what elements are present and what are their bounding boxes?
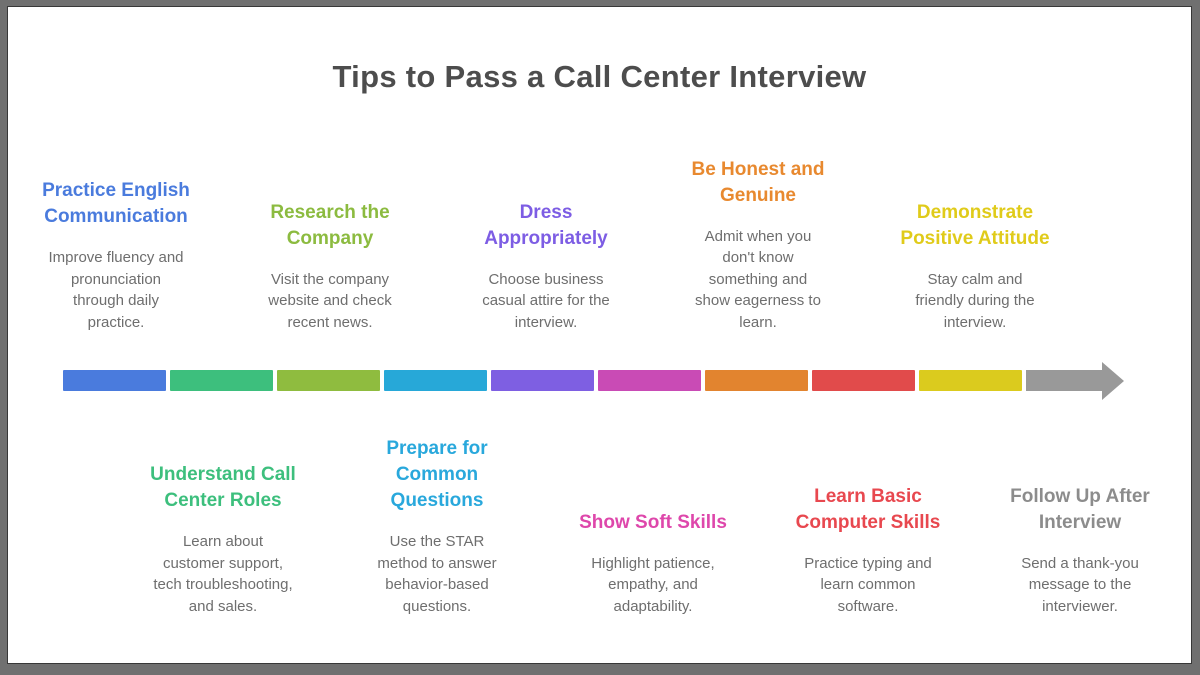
timeline-segment xyxy=(598,370,701,391)
step-heading: Learn Basic Computer Skills xyxy=(795,485,941,533)
step-card-research-company: Research the Company Visit the company w… xyxy=(220,200,440,334)
step-heading: Demonstrate Positive Attitude xyxy=(900,201,1050,249)
step-description: Practice typing and learn common softwar… xyxy=(804,554,932,615)
step-description: Admit when you don't know something and … xyxy=(695,227,821,331)
timeline-segment xyxy=(919,370,1022,391)
step-description: Improve fluency and pronunciation throug… xyxy=(48,249,184,331)
timeline-segment xyxy=(277,370,380,391)
timeline-segment xyxy=(705,370,808,391)
step-card-be-honest: Be Honest and Genuine Admit when you don… xyxy=(648,157,868,334)
step-heading: Prepare for Common Questions xyxy=(386,438,488,511)
step-heading: Understand Call Center Roles xyxy=(150,464,296,511)
step-description: Choose business casual attire for the in… xyxy=(482,270,610,331)
step-card-computer-skills: Learn Basic Computer Skills Practice typ… xyxy=(758,484,978,618)
step-card-practice-english: Practice English Communication Improve f… xyxy=(6,178,226,333)
step-description: Highlight patience, empathy, and adaptab… xyxy=(591,554,715,615)
step-card-follow-up: Follow Up After Interview Send a thank-y… xyxy=(970,484,1190,618)
step-heading: Be Honest and Genuine xyxy=(691,158,825,206)
step-description: Use the STAR method to answer behavior-b… xyxy=(377,533,497,615)
step-heading: Research the Company xyxy=(270,201,390,249)
step-description: Send a thank-you message to the intervie… xyxy=(1021,554,1139,615)
step-card-positive-attitude: Demonstrate Positive Attitude Stay calm … xyxy=(865,200,1085,334)
step-card-prepare-questions: Prepare for Common Questions Use the STA… xyxy=(327,436,547,617)
step-description: Stay calm and friendly during the interv… xyxy=(915,270,1035,331)
step-card-soft-skills: Show Soft Skills Highlight patience, emp… xyxy=(543,510,763,618)
arrow-head-icon xyxy=(1102,361,1124,400)
timeline-arrow xyxy=(63,361,1124,400)
step-card-understand-roles: Understand Call Center Roles Learn about… xyxy=(113,462,333,617)
page-title: Tips to Pass a Call Center Interview xyxy=(332,59,867,94)
timeline-segment xyxy=(812,370,915,391)
step-heading: Follow Up After Interview xyxy=(1010,485,1150,533)
step-heading: Show Soft Skills xyxy=(579,511,727,533)
step-heading: Practice English Communication xyxy=(42,180,190,227)
timeline-segment xyxy=(170,370,273,391)
timeline-segment xyxy=(384,370,487,391)
step-card-dress-appropriately: Dress Appropriately Choose business casu… xyxy=(436,200,656,334)
arrow-shaft xyxy=(1026,370,1102,391)
slide-canvas: Tips to Pass a Call Center Interview Pra… xyxy=(6,6,1192,664)
timeline-arrowhead-segment xyxy=(1026,361,1124,400)
step-description: Visit the company website and check rece… xyxy=(268,270,392,331)
step-description: Learn about customer support, tech troub… xyxy=(153,533,293,615)
timeline-segment xyxy=(63,370,166,391)
timeline-segment xyxy=(491,370,594,391)
step-heading: Dress Appropriately xyxy=(484,201,608,249)
